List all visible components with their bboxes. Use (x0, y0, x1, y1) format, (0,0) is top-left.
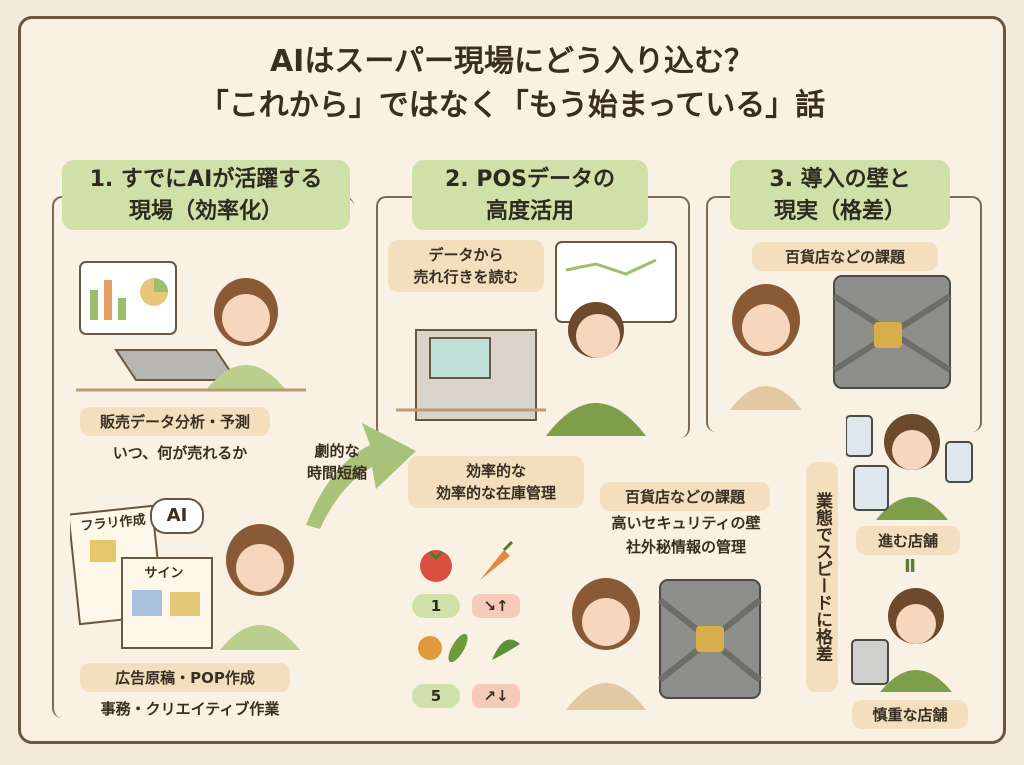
arrow-label: 劇的な 時間短縮 (292, 440, 382, 484)
badge-5: 5 (412, 684, 460, 708)
inventory-label: 効率的な 効率的な在庫管理 (408, 456, 584, 508)
section3-heading-line1: 3. 導入の壁と (769, 167, 911, 192)
sign-label: サイン (144, 566, 184, 581)
section2-heading: 2. POSデータの 高度活用 (412, 160, 648, 230)
produce-icons (418, 540, 520, 663)
trend-1: ↘↑ (472, 594, 520, 618)
pos-bubble-line2: 売れ行きを読む (413, 268, 519, 286)
section1-heading-line1: 1. すでにAIが活躍する (89, 167, 323, 192)
advancing-store-label: 進む店舗 (856, 526, 960, 555)
flyer-worker-illustration (70, 504, 300, 650)
sales-analysis-label: 販売データ分析・予測 (80, 407, 270, 436)
worried-staff-safe-top-illustration (730, 275, 952, 410)
arrow-label-line2: 時間短縮 (306, 464, 367, 482)
cautious-store-label: 慎重な店舗 (852, 700, 968, 729)
arrow-label-line1: 劇的な (314, 442, 360, 460)
laptop-worker-illustration (76, 261, 306, 392)
sales-analysis-sub: いつ、何が売れるか (112, 444, 248, 462)
ads-label: 広告原稿・POP作成 (80, 663, 290, 692)
section3-heading-line2: 現実（格差） (773, 199, 906, 224)
issue-label-right: 百貨店などの課題 (752, 242, 938, 271)
advancing-staff-illustration (846, 414, 973, 520)
ads-sub: 事務・クリエイティブ作業 (100, 700, 280, 718)
ai-bubble: AI (150, 498, 204, 534)
section2-heading-line1: 2. POSデータの (445, 167, 615, 192)
issue-line2: 社外秘情報の管理 (625, 538, 746, 556)
time-saving-arrow (306, 423, 416, 529)
pos-bubble-line1: データから (428, 246, 504, 264)
cautious-staff-illustration (851, 588, 952, 692)
issue-label-middle: 百貨店などの課題 (600, 482, 770, 511)
trend-2: ↗↓ (472, 684, 520, 708)
inventory-line1: 効率的な (465, 462, 526, 480)
issue-line1: 高いセキュリティの壁 (611, 514, 761, 532)
section1-heading-line2: 現場（効率化） (128, 199, 283, 224)
title-line-1: AIはスーパー現場にどう入り込む？ (269, 44, 755, 79)
section1-heading: 1. すでにAIが活躍する 現場（効率化） (62, 160, 350, 230)
pos-bubble: データから 売れ行きを読む (388, 240, 544, 292)
title-line-2: 「これから」ではなく「もう始まっている」話 (198, 88, 826, 123)
vertical-gap-label: 業態でスピードに格差 (806, 462, 838, 692)
worried-staff-safe-illustration (566, 578, 762, 710)
section3-heading: 3. 導入の壁と 現実（格差） (730, 160, 950, 230)
inventory-line2: 効率的な在庫管理 (435, 484, 556, 502)
badge-1: 1 (412, 594, 460, 618)
page-title: AIはスーパー現場にどう入り込む？ 「これから」ではなく「もう始まっている」話 (0, 40, 1024, 128)
equal-sign: Ⅱ (904, 556, 916, 577)
section2-heading-line2: 高度活用 (485, 199, 574, 224)
pos-register-illustration (396, 241, 677, 436)
